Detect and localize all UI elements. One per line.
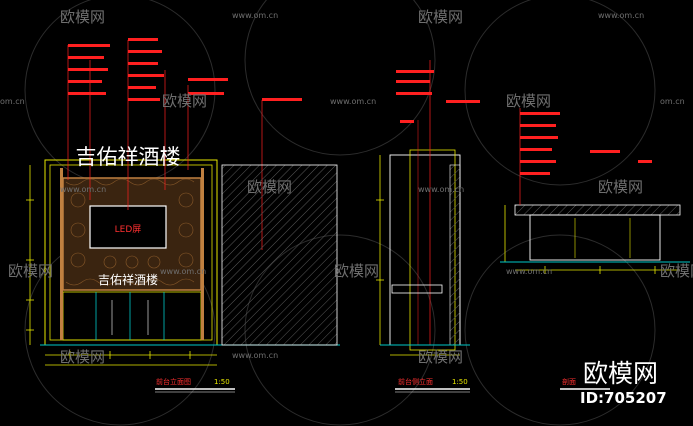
watermark-site: www.om.cn bbox=[330, 97, 376, 106]
sign-text-small: 吉佑祥酒楼 bbox=[98, 272, 158, 287]
corner-brand: 欧模网 bbox=[583, 359, 658, 388]
side-scale: 1:50 bbox=[452, 378, 468, 386]
front-elevation: LED屏 吉佑祥酒楼 bbox=[26, 38, 340, 393]
screen-label: LED屏 bbox=[115, 224, 142, 235]
sign-text: 吉佑祥酒楼 bbox=[76, 145, 181, 169]
watermark-site: www.om.cn bbox=[160, 267, 206, 276]
watermark-brand: 欧模网 bbox=[598, 178, 643, 196]
watermark-site-short: om.cn bbox=[660, 97, 685, 106]
watermark-site-short: om.cn bbox=[0, 97, 25, 106]
watermark-brand: 欧模网 bbox=[60, 348, 105, 366]
watermark-brand: 欧模网 bbox=[162, 92, 207, 110]
side-title: 前台侧立面 bbox=[398, 377, 433, 386]
corner-id: ID:705207 bbox=[580, 389, 667, 407]
watermark-site: www.om.cn bbox=[418, 185, 464, 194]
watermark-brand: 欧模网 bbox=[247, 178, 292, 196]
section-view: 剖面 bbox=[500, 108, 690, 390]
watermark-site: www.om.cn bbox=[232, 351, 278, 360]
watermark-site: www.om.cn bbox=[60, 185, 106, 194]
watermark-brand: 欧模网 bbox=[8, 262, 53, 280]
watermark-site: www.om.cn bbox=[506, 267, 552, 276]
side-elevation: 前台侧立面 1:50 bbox=[376, 60, 480, 393]
watermark-brand: 欧模网 bbox=[60, 8, 105, 26]
watermark-brand: 欧模网 bbox=[660, 262, 693, 280]
watermark-brand: 欧模网 bbox=[506, 92, 551, 110]
watermarks: 欧模网 www.om.cn 欧模网 www.om.cn om.cn 欧模网 ww… bbox=[0, 8, 693, 366]
watermark-brand: 欧模网 bbox=[418, 8, 463, 26]
watermark-site: www.om.cn bbox=[232, 11, 278, 20]
watermark-brand: 欧模网 bbox=[418, 348, 463, 366]
watermark-site: www.om.cn bbox=[598, 11, 644, 20]
watermark-brand: 欧模网 bbox=[334, 262, 379, 280]
front-scale: 1:50 bbox=[214, 378, 230, 386]
front-title: 前台立面图 bbox=[156, 377, 191, 386]
section-title: 剖面 bbox=[562, 377, 576, 386]
